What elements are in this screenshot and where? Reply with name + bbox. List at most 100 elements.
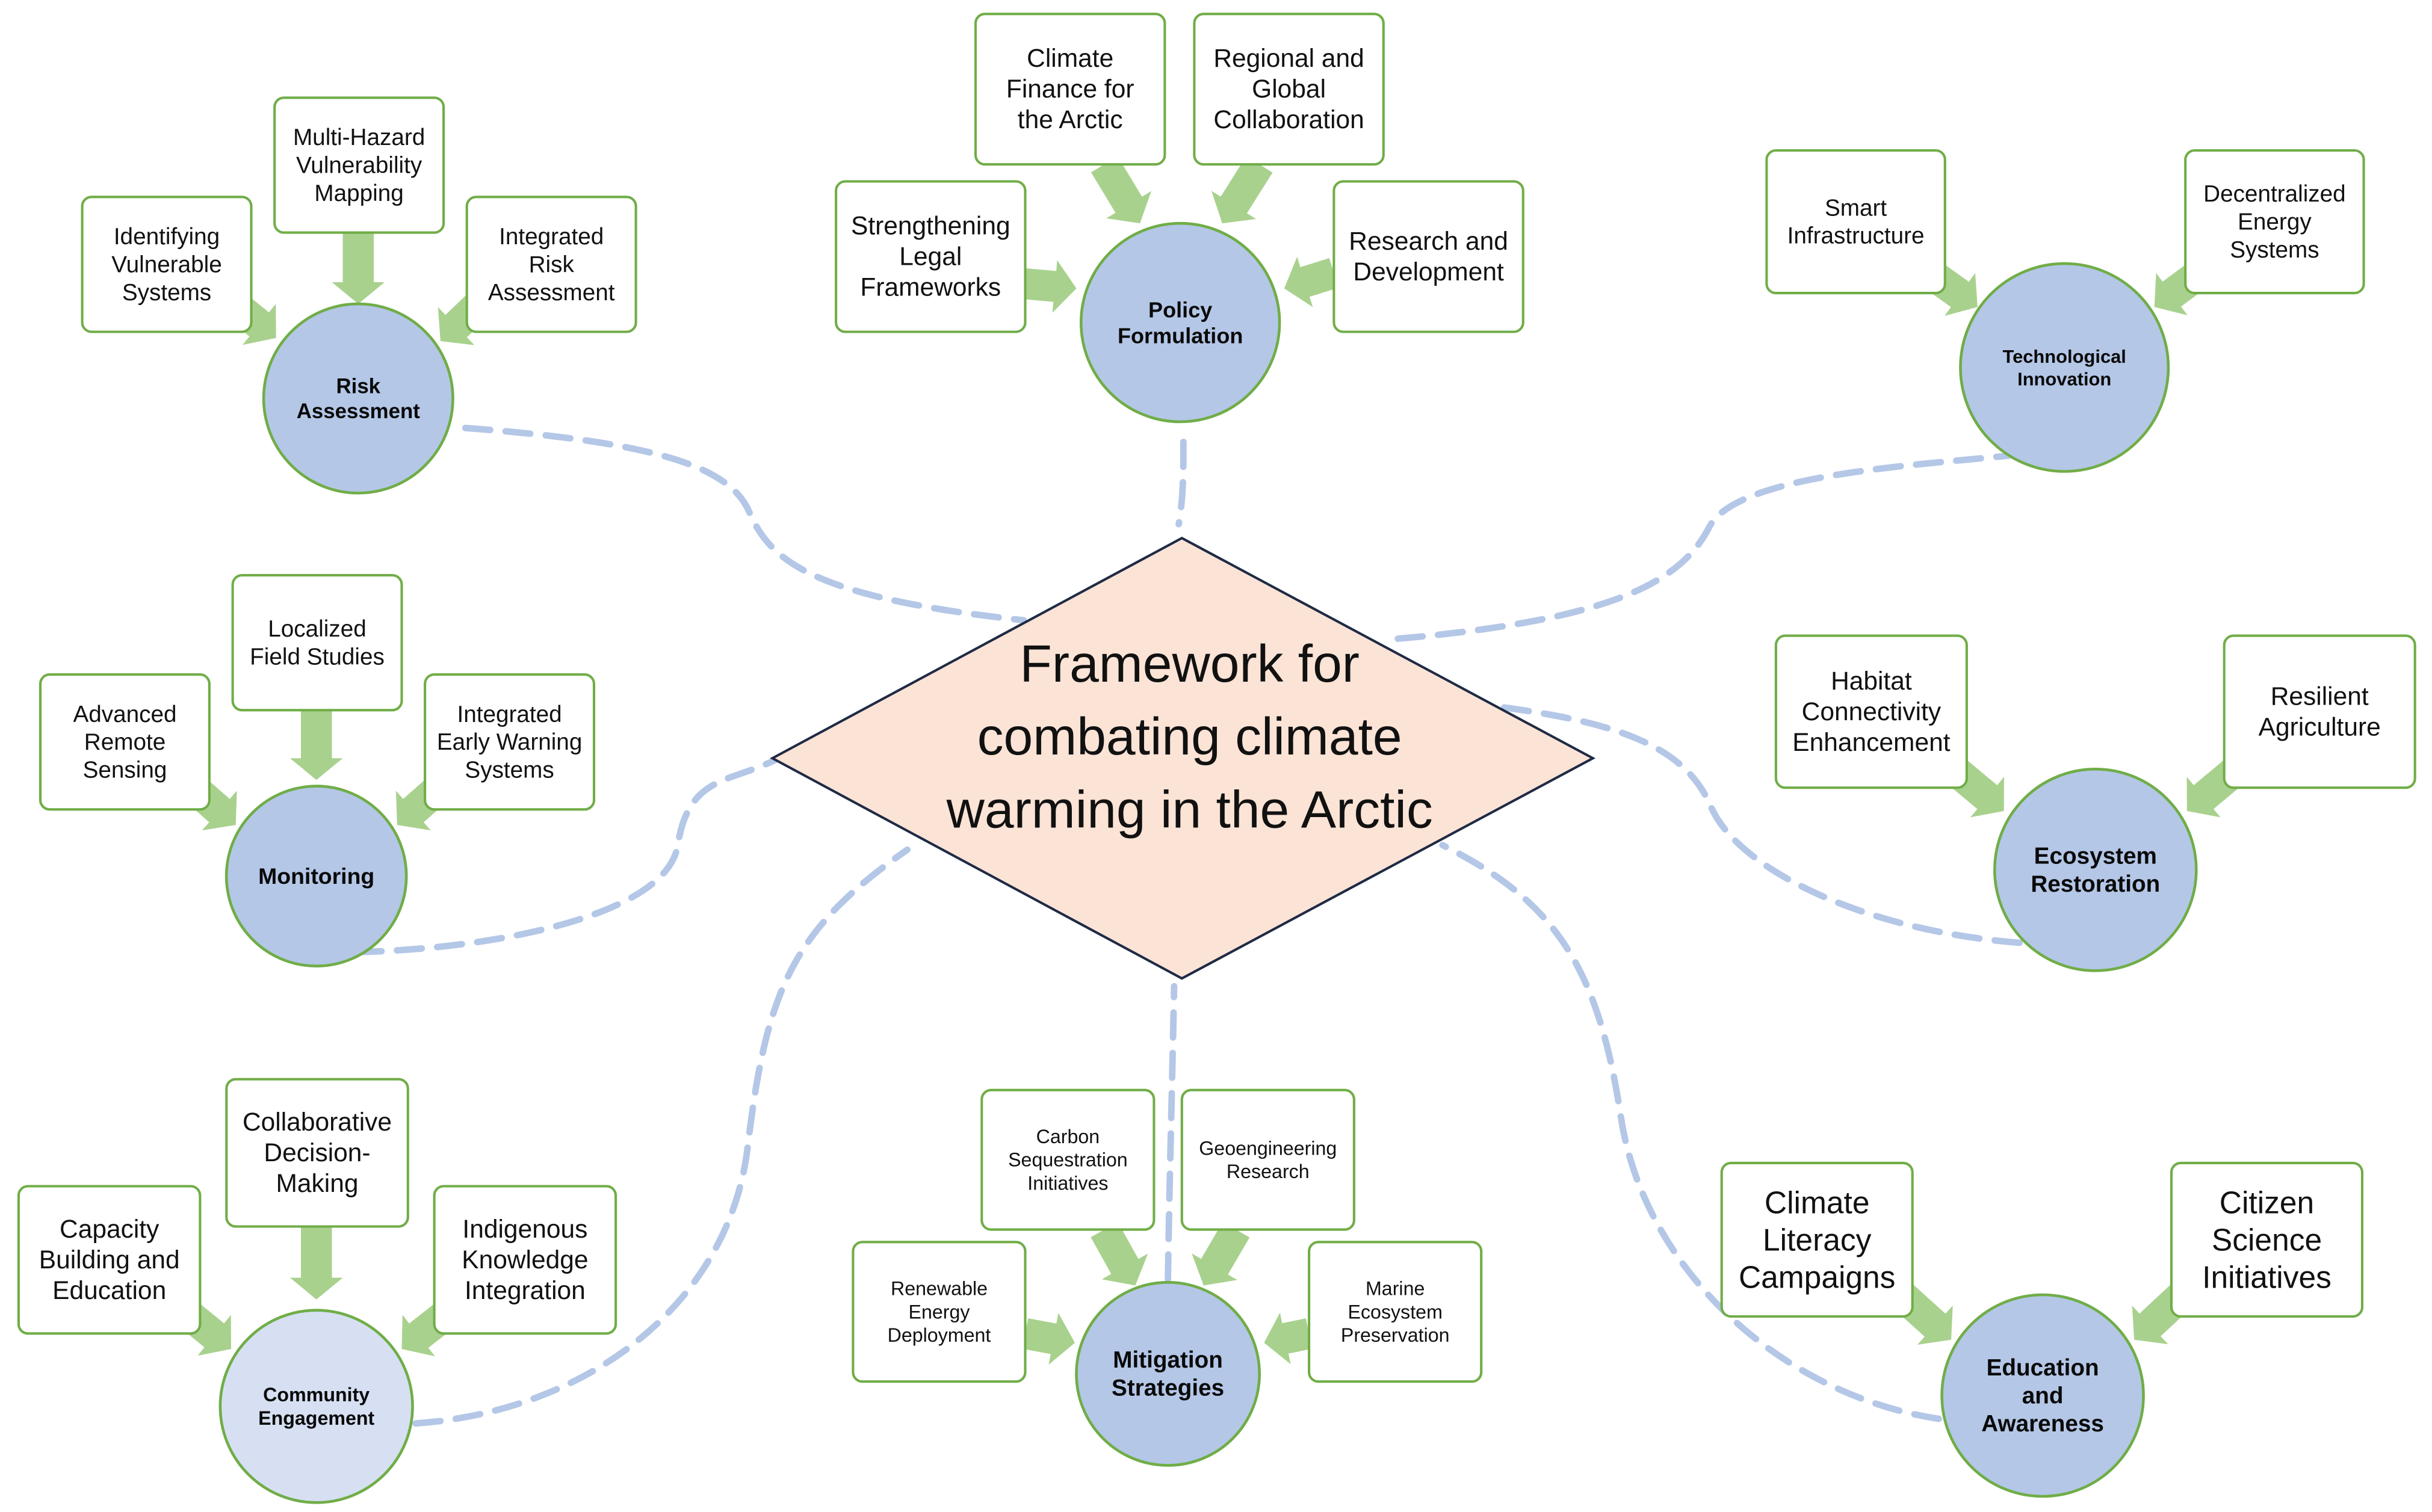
topic-box-frame: [225, 1078, 409, 1228]
topic-label-line: Infrastructure: [1787, 223, 1925, 248]
topic-label-line: Collaboration: [1213, 106, 1364, 134]
topic-label-line: Deployment: [888, 1324, 991, 1346]
hub-label-line: Mitigation: [1113, 1347, 1223, 1373]
topic-label-line: Agriculture: [2259, 713, 2381, 741]
topic-label-line: Multi-Hazard: [293, 125, 425, 150]
topic-label-line: Vulnerability: [296, 152, 422, 178]
topic-label-line: Risk: [529, 251, 575, 277]
topic-box-frame: [1308, 1241, 1483, 1383]
center-title-line: Framework for: [1020, 634, 1360, 693]
topic-label-line: Building and: [39, 1245, 180, 1274]
topic-label-line: Systems: [122, 279, 211, 305]
topic-box-frame: [231, 574, 403, 712]
topic-box-frame: [465, 196, 637, 333]
topic-box-frame: [1720, 1161, 1914, 1318]
topic-label-line: Science: [2212, 1222, 2322, 1257]
topic-label-line: Remote: [84, 729, 166, 755]
connector-line: [1165, 983, 1178, 1283]
topic-label-line: Development: [1353, 258, 1504, 286]
topic-label-line: Decentralized: [2203, 181, 2346, 207]
arrow: [1284, 256, 1339, 307]
hub-circle: [1959, 262, 2170, 473]
topic-label-line: Decision-: [264, 1139, 370, 1167]
topic-label-line: Literacy: [1763, 1222, 1872, 1257]
connector-line: [412, 846, 911, 1427]
hub-circle: [224, 785, 408, 967]
topic-label-line: Identifying: [114, 224, 220, 250]
topic-box-frame: [39, 673, 211, 811]
topic-label-line: Integration: [465, 1277, 586, 1305]
topic-label-line: Research and: [1349, 227, 1508, 256]
topic-label-line: Ecosystem: [1348, 1301, 1442, 1322]
topic-label-line: Indigenous: [462, 1215, 587, 1243]
topic-label-line: the Arctic: [1018, 106, 1123, 134]
arrow: [289, 710, 343, 780]
topic-label-line: Carbon: [1036, 1126, 1100, 1147]
topic-label-line: Field Studies: [250, 644, 385, 670]
topic-label-line: Preservation: [1341, 1324, 1450, 1346]
arrow: [1091, 156, 1151, 224]
connector-layer: [353, 424, 2025, 1427]
connector-line: [1485, 702, 2023, 946]
topic-label-line: Strengthening: [851, 212, 1010, 240]
topic-label-line: Sensing: [83, 757, 167, 783]
topic-label-line: Climate: [1027, 45, 1113, 73]
topic-box-frame: [1774, 634, 1968, 789]
hub-circle: [1075, 1280, 1261, 1467]
topic-label-line: Geoengineering: [1199, 1137, 1337, 1159]
topic-label-line: Climate: [1765, 1185, 1870, 1220]
hub-label-line: Assessment: [297, 400, 420, 423]
topic-box-frame: [433, 1185, 617, 1335]
connector-line: [353, 756, 779, 955]
arrow: [1022, 1313, 1075, 1365]
topic-label-line: Making: [276, 1170, 358, 1198]
topic-label-line: Energy: [909, 1301, 971, 1322]
hub-label-line: Community: [263, 1384, 370, 1406]
topic-box-frame: [1193, 13, 1385, 166]
topic-box-frame: [852, 1241, 1027, 1383]
topic-label-line: Advanced: [73, 701, 176, 727]
arrow: [1192, 1221, 1250, 1286]
topic-label-line: Resilient: [2271, 682, 2369, 711]
center-diamond: [770, 536, 1596, 980]
topic-label-line: Initiatives: [1027, 1172, 1108, 1194]
hub-label-line: Ecosystem: [2034, 843, 2157, 869]
hub-label-line: Technological: [2003, 346, 2126, 367]
topic-label-line: Frameworks: [860, 273, 1001, 301]
topic-label-line: Marine: [1366, 1278, 1425, 1300]
center-title-line: warming in the Arctic: [946, 780, 1433, 839]
topic-label-line: Research: [1227, 1161, 1310, 1182]
topic-label-line: Knowledge: [462, 1245, 588, 1274]
hub-label-line: Formulation: [1118, 323, 1243, 348]
topic-label-line: Systems: [465, 757, 554, 783]
